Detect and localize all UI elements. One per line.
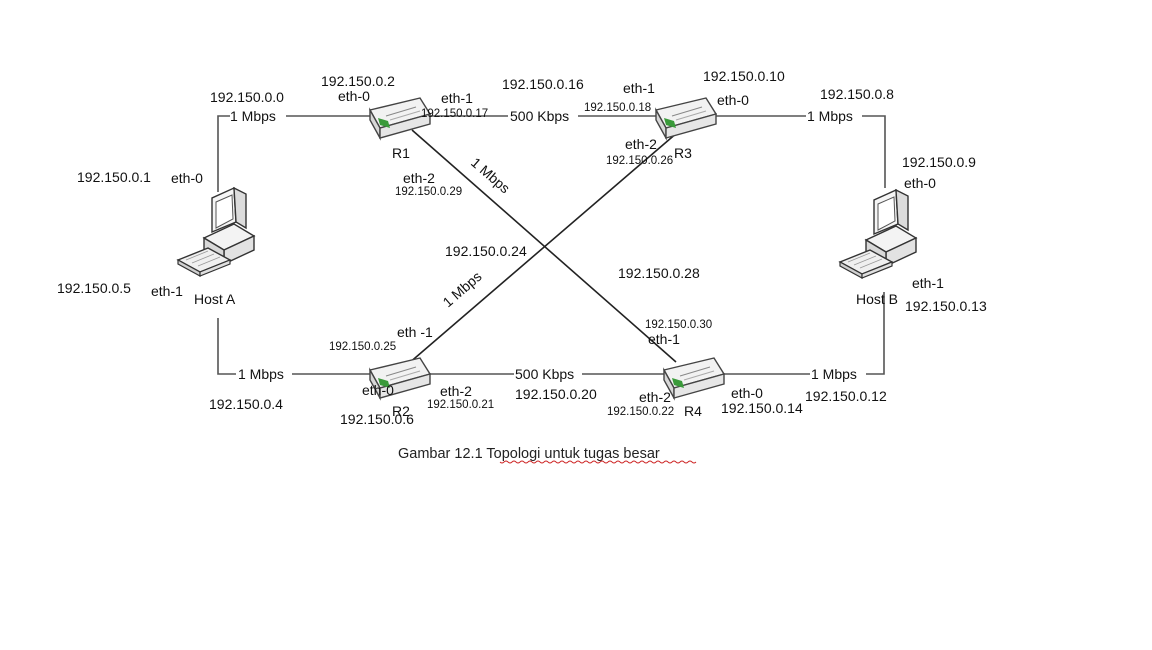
ip-label: 192.150.0.29 bbox=[395, 186, 462, 198]
ip-label: 192.150.0.30 bbox=[645, 319, 712, 331]
ip-label: 192.150.0.21 bbox=[427, 399, 494, 411]
speed-hostA-r2: 1 Mbps bbox=[238, 366, 284, 382]
ip-label: 192.150.0.25 bbox=[329, 341, 396, 353]
iface-label: eth -1 bbox=[397, 324, 433, 340]
link-r3-hostB bbox=[712, 115, 886, 188]
host-a-name: Host A bbox=[194, 291, 236, 307]
link-r2-r3 bbox=[407, 131, 679, 365]
net-label: 192.150.0.4 bbox=[209, 396, 283, 412]
iface-label: eth-1 bbox=[912, 275, 944, 291]
r1-name: R1 bbox=[392, 145, 410, 161]
link-r1-r4 bbox=[411, 129, 677, 363]
router-r4-icon bbox=[663, 357, 725, 399]
iface-label: eth-2 bbox=[625, 136, 657, 152]
ip-label: 192.150.0.14 bbox=[721, 400, 803, 416]
speed-hostA-r1: 1 Mbps bbox=[230, 108, 276, 124]
host-b-computer-icon bbox=[839, 189, 917, 279]
ip-label: 192.150.0.13 bbox=[905, 298, 987, 314]
ip-label: 192.150.0.18 bbox=[584, 102, 651, 114]
link-hostA-r2 bbox=[217, 318, 374, 375]
ip-label: 192.150.0.17 bbox=[421, 108, 488, 120]
net-label: 192.150.0.20 bbox=[515, 386, 597, 402]
iface-label: eth-0 bbox=[338, 88, 370, 104]
iface-label: eth-1 bbox=[623, 80, 655, 96]
r2-name: R2 bbox=[392, 403, 410, 419]
link-hostA-r1 bbox=[217, 115, 372, 192]
r3-name: R3 bbox=[674, 145, 692, 161]
ip-label: 192.150.0.9 bbox=[902, 154, 976, 170]
iface-label: eth-0 bbox=[904, 175, 936, 191]
net-label: 192.150.0.24 bbox=[445, 243, 527, 259]
ip-label: 192.150.0.2 bbox=[321, 73, 395, 89]
ip-label: 192.150.0.1 bbox=[77, 169, 151, 185]
iface-label: eth-0 bbox=[362, 382, 394, 398]
net-label: 192.150.0.16 bbox=[502, 76, 584, 92]
ip-label: 192.150.0.6 bbox=[340, 411, 414, 427]
host-a-computer-icon bbox=[177, 187, 255, 277]
ip-label: 192.150.0.10 bbox=[703, 68, 785, 84]
speed-r3-hostB: 1 Mbps bbox=[807, 108, 853, 124]
speed-r4-hostB: 1 Mbps bbox=[811, 366, 857, 382]
host-b-name: Host B bbox=[856, 291, 898, 307]
router-r3-icon bbox=[655, 97, 717, 139]
r4-name: R4 bbox=[684, 403, 702, 419]
iface-label: eth-0 bbox=[171, 170, 203, 186]
net-label: 192.150.0.12 bbox=[805, 388, 887, 404]
ip-label: 192.150.0.26 bbox=[606, 155, 673, 167]
speed-r1-r3: 500 Kbps bbox=[510, 108, 569, 124]
iface-label: eth-0 bbox=[717, 92, 749, 108]
ip-label: 192.150.0.22 bbox=[607, 406, 674, 418]
iface-label: eth-1 bbox=[648, 331, 680, 347]
ip-label: 192.150.0.5 bbox=[57, 280, 131, 296]
link-r4-hostB bbox=[720, 292, 885, 375]
iface-label: eth-2 bbox=[403, 170, 435, 186]
iface-label: eth-1 bbox=[441, 90, 473, 106]
net-label: 192.150.0.8 bbox=[820, 86, 894, 102]
speed-r1-r4: 1 Mbps bbox=[468, 154, 513, 196]
iface-label: eth-2 bbox=[639, 389, 671, 405]
iface-label: eth-0 bbox=[731, 385, 763, 401]
figure-caption: Gambar 12.1 Topologi untuk tugas besar bbox=[398, 446, 660, 462]
speed-r2-r4: 500 Kbps bbox=[515, 366, 574, 382]
iface-label: eth-1 bbox=[151, 283, 183, 299]
spellcheck-underline bbox=[499, 460, 697, 464]
iface-label: eth-2 bbox=[440, 383, 472, 399]
net-label: 192.150.0.0 bbox=[210, 89, 284, 105]
net-label: 192.150.0.28 bbox=[618, 265, 700, 281]
